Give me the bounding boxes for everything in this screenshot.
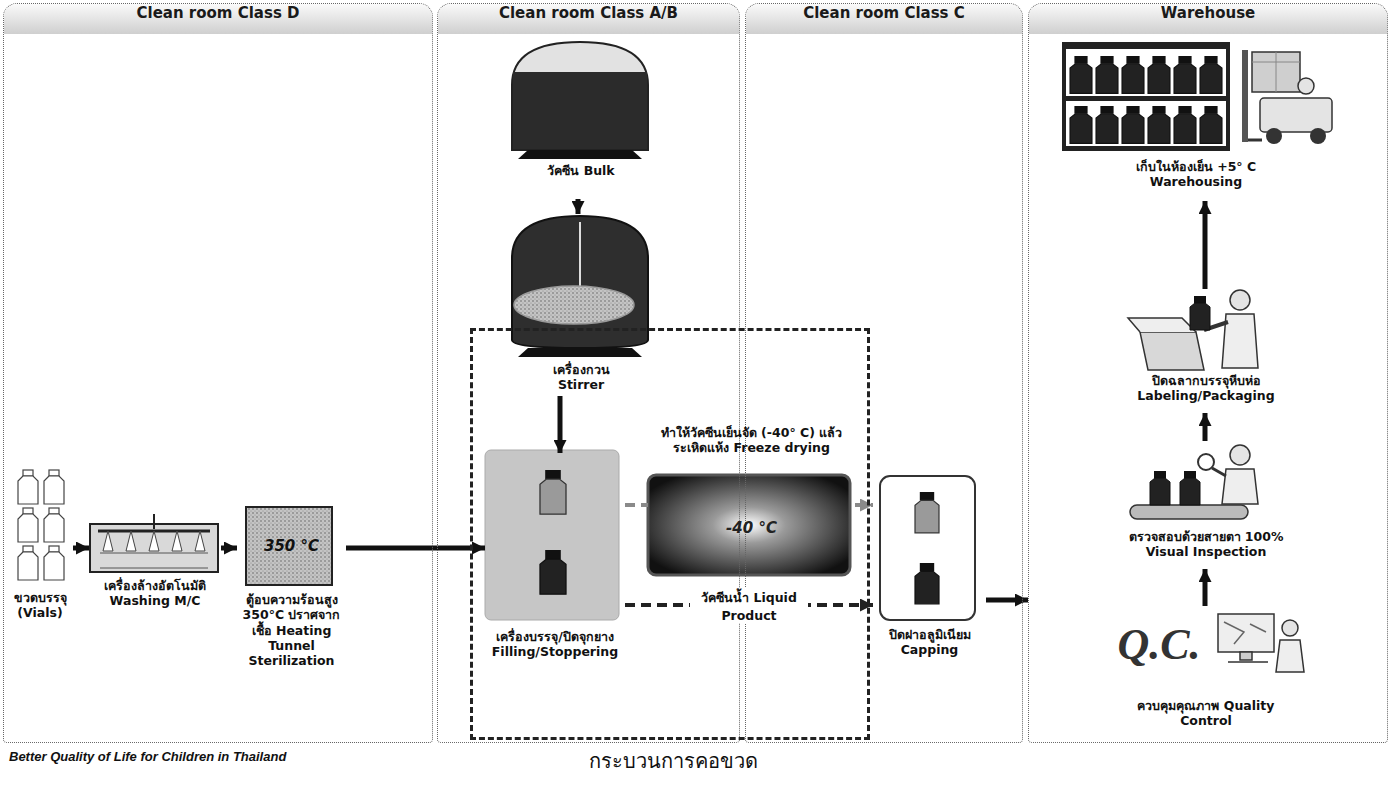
bottleneck-box: เครื่องบรรจุ/ปิดจุกยาง Filling/Stopperin…: [470, 328, 870, 740]
inspection-worker: [1130, 445, 1258, 519]
labeling-node: ปิดฉลากบรรจุหีบห่อ Labeling/Packaging: [1111, 289, 1301, 413]
flow-arrow: [1203, 413, 1208, 441]
flow-arrow: [986, 598, 1028, 603]
temperature-label: 350 °C: [237, 537, 346, 555]
flow-arrow: [558, 396, 563, 453]
slogan: Better Quality of Life for Children in T…: [6, 749, 289, 764]
storage-rack: [1062, 42, 1230, 151]
washing-machine: [90, 514, 218, 572]
inspection-node: ตรวจสอบด้วยสายตา 100% Visual Inspection: [1081, 441, 1331, 569]
flow-arrow: [1203, 569, 1208, 606]
flow-arrow: [221, 546, 237, 551]
bottleneck-caption: กระบวนการคอขวด: [553, 749, 793, 773]
node-label: ปิดฝาอลูมิเนียม Capping: [873, 627, 986, 658]
panel-title: Warehouse: [1029, 4, 1387, 34]
flow-arrow: [346, 546, 485, 551]
filling-machine: [485, 450, 619, 620]
freeze-node: ทำให้วัคซีนเย็นจัด (-40° C) แล้วระเหิดแห…: [648, 425, 855, 588]
temperature-label: -40 °C: [648, 519, 855, 537]
node-label: ควบคุมคุณภาพ Quality Control: [1126, 698, 1286, 729]
filling-node: เครื่องบรรจุ/ปิดจุกยาง Filling/Stopperin…: [485, 453, 625, 663]
dashed-flow-arrow: [625, 503, 648, 507]
qc-mark: Q.C.: [1103, 618, 1215, 672]
flow-arrow: [576, 199, 581, 214]
node-label: ตู้อบความร้อนสูง 350°C ปราศจากเชื้อ Heat…: [237, 592, 346, 668]
node-label: ทำให้วัคซีนเย็นจัด (-40° C) แล้วระเหิดแห…: [649, 425, 854, 456]
bulk-tank: [512, 42, 648, 159]
node-label: ปิดฉลากบรรจุหีบห่อ Labeling/Packaging: [1126, 373, 1286, 404]
packaging-worker: [1128, 290, 1258, 370]
vials-node: ขวดบรรจุ (Vials): [7, 466, 73, 631]
node-label: ตรวจสอบด้วยสายตา 100% Visual Inspection: [1111, 529, 1301, 560]
capping-machine: [880, 476, 975, 620]
node-label: เครื่องล้างอัตโนมัติ Washing M/C: [89, 578, 221, 609]
room-panel: เก็บในห้องเย็น +5° C Warehousing ปิดฉลากบ…: [1028, 3, 1388, 743]
capping-node: ปิดฝาอลูมิเนียม Capping: [873, 475, 986, 661]
node-label: วัคซีน Bulk: [541, 163, 621, 178]
panel-title: Clean room Class C: [746, 4, 1022, 34]
node-label: เครื่องบรรจุ/ปิดจุกยาง Filling/Stopperin…: [485, 629, 625, 660]
stirrer-node: เครื่องกวน Stirrer: [496, 214, 666, 396]
flow-arrow: [1203, 201, 1208, 289]
bulk-node: วัคซีน Bulk: [496, 39, 666, 199]
qc-lab: [1218, 614, 1304, 672]
room-panel: ขวดบรรจุ (Vials) เครื่องล้างอัตโนมัติ Was…: [3, 3, 433, 743]
tunnel-node: 350 °C ตู้อบความร้อนสูง 350°C ปราศจากเชื้…: [237, 506, 346, 671]
forklift: [1242, 50, 1332, 144]
edge-label: วัคซีนน้ำ Liquid Product: [690, 588, 808, 623]
node-label: ขวดบรรจุ (Vials): [7, 590, 73, 621]
node-label: เครื่องกวน Stirrer: [536, 362, 626, 393]
warehousing-node: เก็บในห้องเย็น +5° C Warehousing: [1051, 39, 1341, 201]
room-panel: ปิดฝาอลูมิเนียม Capping Clean room Class …: [745, 3, 1023, 743]
washing-node: เครื่องล้างอัตโนมัติ Washing M/C: [89, 516, 221, 616]
node-label: เก็บในห้องเย็น +5° C Warehousing: [1121, 159, 1271, 190]
panel-title: Clean room Class D: [4, 4, 432, 34]
qc-node: Q.C. ควบคุมคุณภาพ Quality Control: [1091, 606, 1321, 743]
panel-title: Clean room Class A/B: [438, 4, 739, 34]
flow-arrow: [73, 546, 89, 551]
vials-icon: [18, 470, 64, 580]
dashed-flow-arrow: [855, 503, 873, 507]
stirrer-tank: [512, 216, 648, 357]
